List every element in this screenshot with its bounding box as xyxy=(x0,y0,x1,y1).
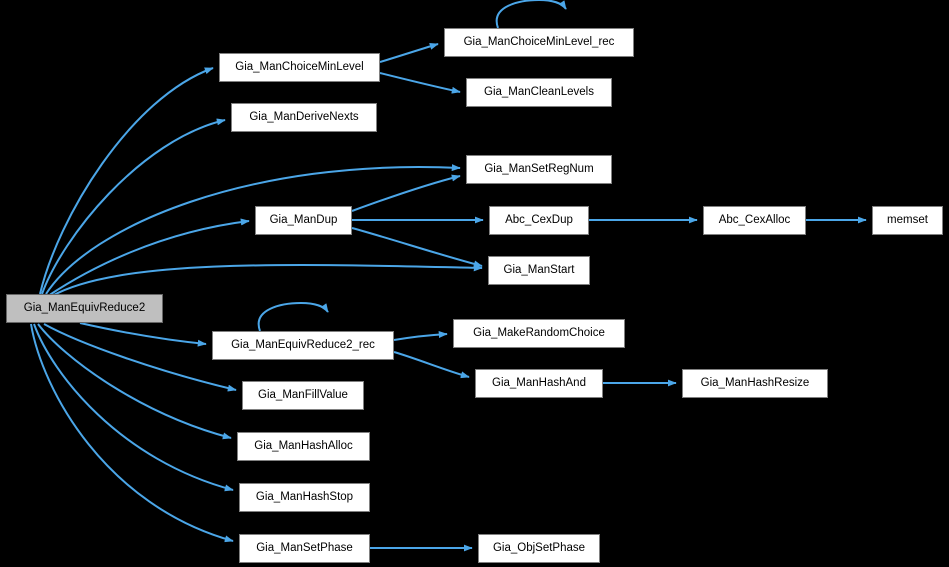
call-edge xyxy=(30,323,234,543)
graph-node-mandup[interactable]: Gia_ManDup xyxy=(255,206,352,235)
graph-node-cleanlevels[interactable]: Gia_ManCleanLevels xyxy=(466,78,612,107)
call-edge xyxy=(393,351,470,379)
graph-node-choicemin[interactable]: Gia_ManChoiceMinLevel xyxy=(219,53,380,82)
self-loop-edge xyxy=(495,0,567,29)
call-edge xyxy=(33,323,234,492)
call-edge xyxy=(79,322,207,347)
graph-node-setphase[interactable]: Gia_ManSetPhase xyxy=(239,534,370,563)
graph-node-setregnum[interactable]: Gia_ManSetRegNum xyxy=(466,155,612,184)
call-edge xyxy=(393,330,448,341)
graph-node-hashalloc[interactable]: Gia_ManHashAlloc xyxy=(237,432,370,461)
graph-node-cexdup[interactable]: Abc_CexDup xyxy=(489,206,589,235)
call-edge xyxy=(37,323,232,440)
call-edge xyxy=(45,164,461,295)
self-loop-edge xyxy=(257,301,329,332)
graph-node-makerandom[interactable]: Gia_MakeRandomChoice xyxy=(453,319,625,348)
graph-node-choicemin_rec[interactable]: Gia_ManChoiceMinLevel_rec xyxy=(444,28,634,57)
graph-node-memset[interactable]: memset xyxy=(872,206,943,235)
graph-node-hashstop[interactable]: Gia_ManHashStop xyxy=(239,483,370,512)
graph-node-hashresize[interactable]: Gia_ManHashResize xyxy=(682,369,828,398)
graph-node-manstart[interactable]: Gia_ManStart xyxy=(488,256,590,285)
graph-node-objsetphase[interactable]: Gia_ObjSetPhase xyxy=(478,534,600,563)
graph-node-equivreduce2_rec[interactable]: Gia_ManEquivReduce2_rec xyxy=(212,331,394,360)
call-edge xyxy=(351,174,461,212)
graph-node-root[interactable]: Gia_ManEquivReduce2 xyxy=(6,294,163,323)
call-edge xyxy=(47,218,250,297)
call-edge xyxy=(351,227,483,268)
call-edge xyxy=(51,264,483,297)
call-edge xyxy=(43,323,237,392)
graph-node-derivenexts[interactable]: Gia_ManDeriveNexts xyxy=(231,103,377,132)
call-edge xyxy=(379,43,439,63)
call-edge xyxy=(41,118,226,295)
call-edge xyxy=(39,67,214,295)
graph-node-cexalloc[interactable]: Abc_CexAlloc xyxy=(703,206,806,235)
graph-node-hashand[interactable]: Gia_ManHashAnd xyxy=(475,369,603,398)
call-edge xyxy=(379,72,461,94)
graph-node-fillvalue[interactable]: Gia_ManFillValue xyxy=(242,381,364,410)
